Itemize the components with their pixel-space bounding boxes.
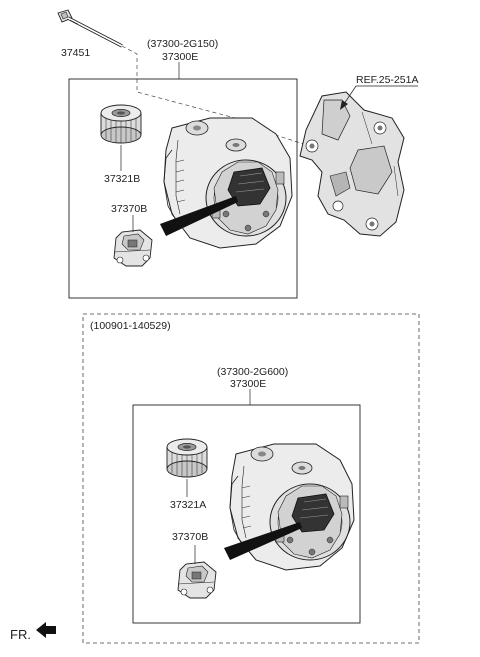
bracket-reference-label: REF.25-251A: [356, 74, 419, 86]
regulator-37370B-bottom: [177, 561, 217, 599]
alternator-top: [163, 117, 293, 249]
pulley-37321A: [166, 438, 208, 478]
bottom-assembly-alt-number: (37300-2G600): [217, 366, 289, 378]
top-group: [57, 9, 418, 299]
front-direction-arrow-icon: [36, 622, 56, 638]
bottom-regulator-part-number: 37370B: [172, 531, 209, 543]
top-assembly-alt-number: (37300-2G150): [147, 38, 219, 50]
bottom-pulley-part-number: 37321A: [170, 499, 207, 511]
pulley-37321B: [100, 104, 142, 144]
bolt-part-number: 37451: [61, 47, 91, 59]
regulator-pointer-top: [160, 196, 238, 236]
date-range-label: (100901-140529): [90, 320, 171, 332]
top-pulley-part-number: 37321B: [104, 173, 141, 185]
date-range-dashed-box: [82, 313, 420, 644]
bottom-group: [82, 313, 420, 644]
alternator-bottom: [229, 443, 355, 571]
bolt-37451: [57, 9, 123, 48]
bracket-ref-25-251A: [299, 91, 405, 237]
top-assembly-box: [68, 78, 298, 299]
bottom-assembly-part-number: 37300E: [230, 378, 267, 390]
bottom-assembly-box: [132, 404, 361, 624]
top-regulator-part-number: 37370B: [111, 203, 148, 215]
regulator-37370B-top: [113, 229, 153, 267]
top-assembly-part-number: 37300E: [162, 51, 199, 63]
front-direction-label: FR.: [10, 627, 31, 642]
regulator-pointer-bottom: [224, 522, 302, 560]
